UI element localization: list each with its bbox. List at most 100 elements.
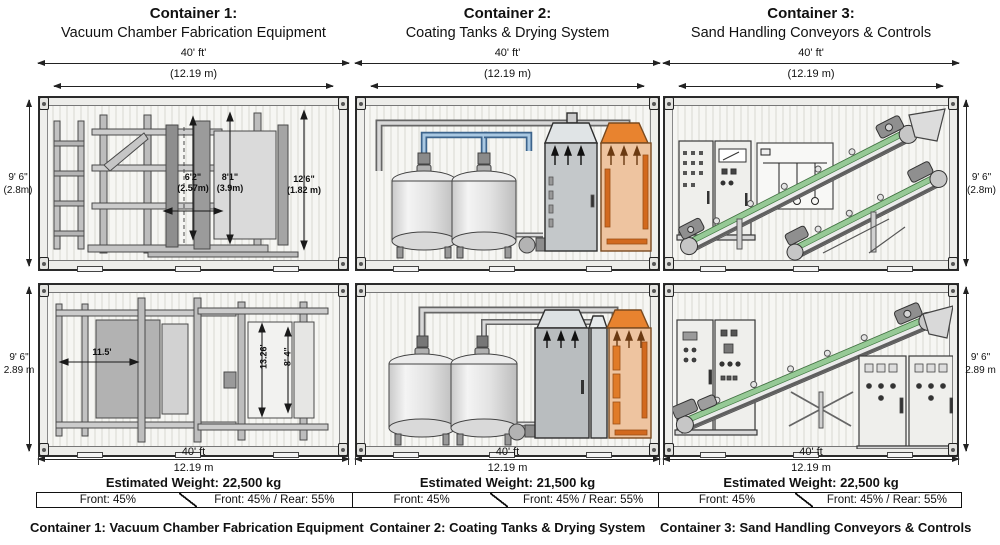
c3-bottom-dim-line: [662, 455, 960, 462]
container-foot: [175, 266, 202, 272]
c1-bottom-width-label: 11.5': [92, 347, 112, 357]
container3-subtitle: Sand Handling Conveyors & Controls: [690, 24, 932, 41]
container-foot: [700, 266, 727, 272]
corner-fitting: [664, 284, 674, 297]
container-foot: [489, 452, 516, 458]
c3-load-front: Front: 45%: [698, 494, 756, 506]
diagonal-divider: [794, 493, 813, 507]
container2-subtitle: Coating Tanks & Drying System: [405, 24, 610, 41]
c1-top-dim2-ft: 8'1": [221, 172, 239, 182]
container-top-rail: [49, 285, 338, 293]
c1-estimated-weight: Estimated Weight: 22,500 kg: [105, 475, 282, 490]
c2-estimated-weight: Estimated Weight: 21,500 kg: [419, 475, 596, 490]
sand-conveyors-drawing: [676, 108, 948, 261]
container-top-rail: [674, 98, 948, 106]
c1-top-dim-line-m: [53, 82, 334, 89]
container1-top-view: 6'2" (2.57m) 8'1" (3.9m) 12'6" (1.82 m): [38, 96, 349, 272]
c1-caption: Container 1: Vacuum Chamber Fabrication …: [30, 520, 364, 535]
corner-fitting: [356, 284, 366, 297]
c3-weight-distribution: Front: 45% Front: 45% / Rear: 55%: [659, 493, 961, 507]
container-right-rail: [339, 98, 347, 269]
dim-tick: [958, 453, 959, 465]
right-bottom-height-line: [962, 286, 969, 452]
corner-fitting: [338, 443, 348, 456]
container-right-rail: [339, 285, 347, 455]
dim-tick: [348, 453, 349, 465]
corner-fitting: [664, 97, 674, 110]
left-bottom-height-m: 2.89 m: [3, 364, 35, 376]
container-foot: [273, 266, 300, 272]
corner-fitting: [356, 97, 366, 110]
corner-fitting: [649, 257, 659, 270]
left-top-height-ft: 9' 6": [8, 172, 28, 183]
container-foot: [76, 452, 103, 458]
c3-caption: Container 3: Sand Handling Conveyors & C…: [660, 520, 972, 535]
left-bottom-height-label: 9' 6" 2.89 m: [0, 352, 38, 377]
right-bottom-height-ft: 9' 6": [970, 352, 991, 363]
container3-top-view: [663, 96, 959, 272]
left-top-height-line: [25, 99, 32, 267]
c1-top-dim3-m: (1.82 m): [286, 185, 321, 196]
dim-tick: [355, 453, 356, 465]
c1-bottom-height-b-label: 8' 4": [282, 347, 293, 367]
c3-top-dim-line-m: [678, 82, 944, 89]
c2-top-dim-ft: 40' ft': [494, 47, 521, 59]
vacuum-chamber-frames-drawing: [55, 297, 329, 443]
corner-fitting: [948, 257, 958, 270]
c2-load-front: Front: 45%: [393, 494, 450, 506]
diagonal-divider: [178, 493, 197, 507]
c3-bottom-dim-ft: 40' ft: [799, 446, 823, 458]
dim-tick: [663, 453, 664, 465]
dim-tick: [38, 453, 39, 465]
corner-fitting: [356, 257, 366, 270]
corner-fitting: [338, 284, 348, 297]
right-top-height-line: [962, 99, 969, 267]
c1-bottom-dim-m: 12.19 m: [173, 462, 214, 474]
container-left-rail: [665, 98, 673, 269]
corner-fitting: [948, 284, 958, 297]
corner-fitting: [356, 443, 366, 456]
container-bottom-rail: [366, 446, 649, 455]
diagonal-divider: [490, 493, 509, 507]
c1-bottom-dim-ft: 40' ft: [181, 446, 206, 458]
weight-distribution-bar: Front: 45% Front: 45% / Rear: 55% Front:…: [36, 492, 962, 508]
c2-top-dim-line-ft: [354, 59, 661, 66]
right-bottom-height-label: 9' 6" 2.89 m: [961, 352, 1000, 377]
container-foot: [585, 266, 612, 272]
c1-bottom-dim-line: [37, 455, 350, 462]
corner-fitting: [948, 443, 958, 456]
c3-top-dim-ft: 40' ft': [798, 47, 824, 59]
container-foot: [273, 452, 300, 458]
container-foot: [393, 266, 420, 272]
container-left-rail: [665, 285, 673, 455]
c1-top-dim3: 12'6" (1.82 m): [280, 174, 328, 197]
corner-fitting: [39, 443, 49, 456]
c3-load-front-rear: Front: 45% / Rear: 55%: [826, 494, 948, 506]
c3-estimated-weight: Estimated Weight: 22,500 kg: [723, 475, 899, 490]
container-foot: [76, 266, 103, 272]
container1-title: Container 1:: [149, 5, 238, 22]
container-bottom-rail: [674, 260, 948, 269]
coating-tanks-drawing: [375, 112, 652, 259]
container-left-rail: [40, 285, 48, 455]
corner-fitting: [948, 97, 958, 110]
container3-title: Container 3:: [767, 5, 855, 22]
container-top-rail: [366, 98, 649, 106]
container3-bottom-view: [663, 283, 959, 458]
container-top-rail: [49, 98, 338, 106]
container-left-rail: [357, 98, 365, 269]
c2-top-dim-line-m: [370, 82, 645, 89]
container3-header: Container 3: Sand Handling Conveyors & C…: [663, 5, 959, 42]
corner-fitting: [39, 97, 49, 110]
corner-fitting: [649, 284, 659, 297]
left-bottom-height-line: [25, 286, 32, 452]
dim-tick: [659, 453, 660, 465]
c1-top-dim1: 6'2" (2.57m): [173, 172, 213, 195]
container-foot: [393, 452, 420, 458]
container2-bottom-view: [355, 283, 660, 458]
container2-header: Container 2: Coating Tanks & Drying Syst…: [355, 5, 660, 42]
container-foot: [175, 452, 202, 458]
c1-top-dim-ft: 40' ft': [180, 47, 207, 59]
left-top-height-m: (2.8m): [3, 184, 33, 196]
sand-conveyor-controls-drawing: [673, 302, 953, 449]
